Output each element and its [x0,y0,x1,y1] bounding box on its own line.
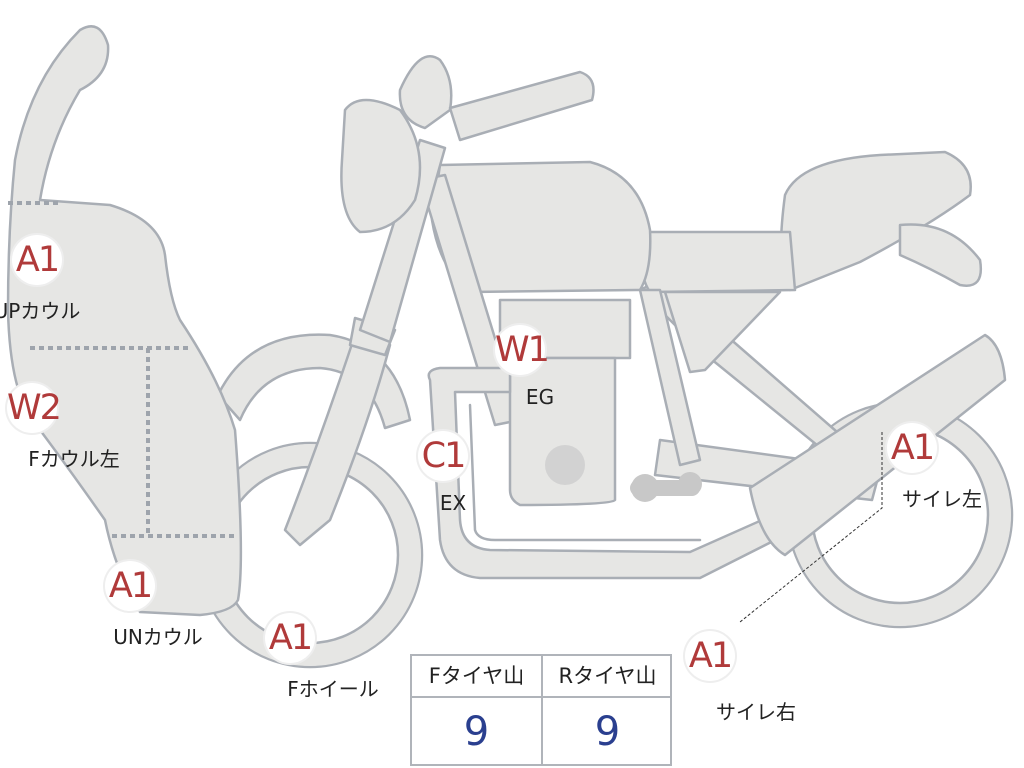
grade-badge: A1 [265,613,315,663]
tire-tread-table: Fタイヤ山 Rタイヤ山 9 9 [410,654,672,766]
front-tire-header: Fタイヤ山 [428,664,525,688]
part-label: サイレ左 [902,487,982,511]
part-label: EG [525,385,555,409]
grade-badge: C1 [418,431,468,481]
grade-badge: W2 [7,383,62,433]
part-label: UNカウル [113,625,203,649]
front-tire-value: 9 [463,709,490,755]
grade-badge: A1 [12,235,62,285]
grade-badge: A1 [685,631,735,681]
part-label: サイレ右 [716,700,796,724]
grade-badge: A1 [105,561,155,611]
grade-badge: W1 [495,325,550,375]
part-label: Fホイール [287,677,379,701]
grade-badge: A1 [887,423,937,473]
part-label: EX [439,491,467,515]
part-label: Fカウル左 [28,447,120,471]
rear-tire-header: Rタイヤ山 [558,664,657,688]
part-label: UPカウル [0,299,81,323]
rear-tire-value: 9 [594,709,621,755]
table-divider [541,656,543,764]
